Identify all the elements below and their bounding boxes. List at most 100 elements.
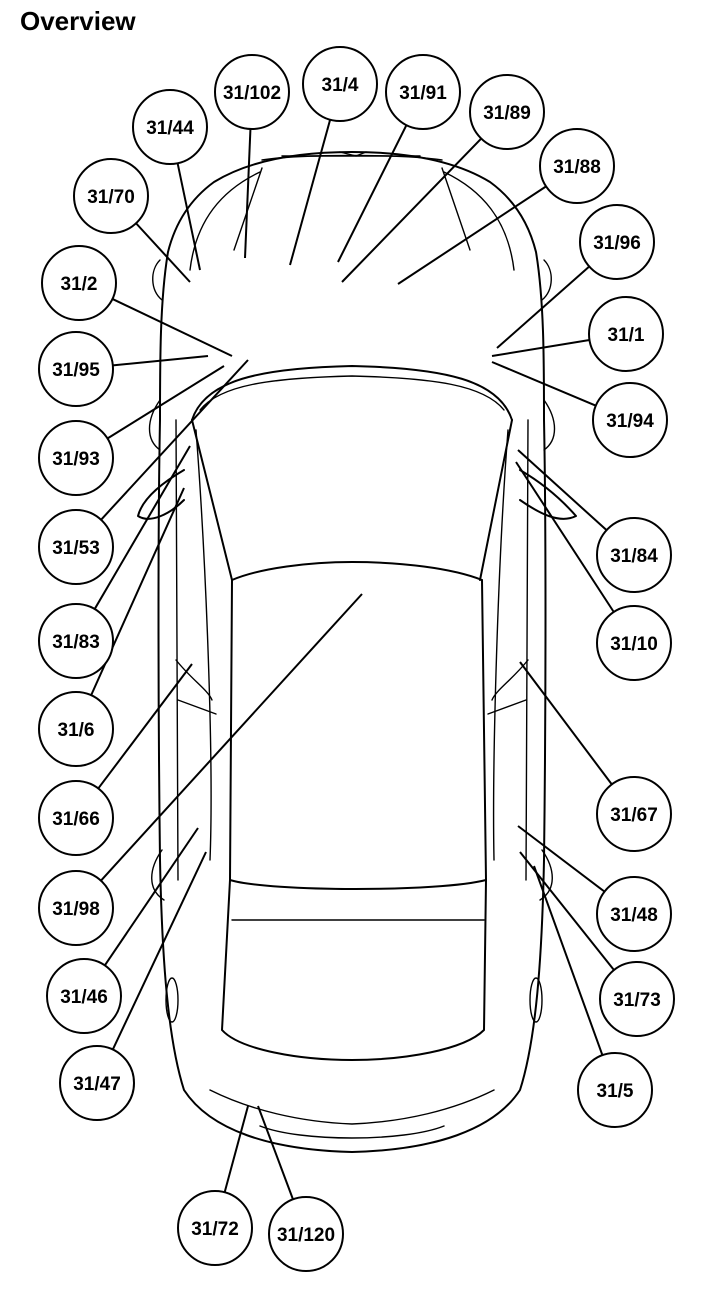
- callout-circle: [38, 780, 114, 856]
- callout-31-66: 31/66: [38, 780, 114, 856]
- callout-circle: [41, 245, 117, 321]
- callout-label: 31/88: [553, 157, 601, 178]
- leader-line: [100, 359, 249, 521]
- leader-line: [337, 124, 408, 263]
- callout-31-46: 31/46: [46, 958, 122, 1034]
- leader-line: [100, 593, 363, 882]
- leader-line: [176, 163, 201, 271]
- callout-31-2: 31/2: [41, 245, 117, 321]
- callout-label: 31/94: [606, 411, 654, 432]
- leader-line: [103, 827, 199, 966]
- callout-circle: [38, 603, 114, 679]
- callout-label: 31/5: [597, 1081, 634, 1102]
- callout-31-44: 31/44: [132, 89, 208, 165]
- callout-31-95: 31/95: [38, 331, 114, 407]
- callout-circle: [539, 128, 615, 204]
- callout-label: 31/98: [52, 899, 100, 920]
- leader-line: [244, 128, 252, 259]
- leader-line: [517, 449, 608, 531]
- callout-label: 31/1: [608, 325, 645, 346]
- callout-circle: [596, 605, 672, 681]
- callout-31-96: 31/96: [579, 204, 655, 280]
- callout-label: 31/91: [399, 83, 447, 104]
- leader-line: [341, 137, 482, 283]
- leader-line: [257, 1105, 294, 1200]
- callout-circle: [73, 158, 149, 234]
- callout-31-93: 31/93: [38, 420, 114, 496]
- callout-31-102: 31/102: [214, 54, 290, 130]
- callout-31-4: 31/4: [302, 46, 378, 122]
- callout-label: 31/70: [87, 187, 135, 208]
- callout-circle: [599, 961, 675, 1037]
- leader-line: [97, 663, 193, 790]
- callout-circle: [38, 870, 114, 946]
- callout-31-91: 31/91: [385, 54, 461, 130]
- callout-label: 31/96: [593, 233, 641, 254]
- leader-line: [106, 365, 225, 440]
- leader-line: [533, 865, 604, 1056]
- callout-31-84: 31/84: [596, 517, 672, 593]
- leader-line: [111, 851, 207, 1050]
- callout-31-67: 31/67: [596, 776, 672, 852]
- callout-31-48: 31/48: [596, 876, 672, 952]
- callout-31-120: 31/120: [268, 1196, 344, 1272]
- callout-label: 31/46: [60, 987, 108, 1008]
- callout-circle: [596, 776, 672, 852]
- callout-label: 31/84: [610, 546, 658, 567]
- callout-circle: [268, 1196, 344, 1272]
- callout-label: 31/83: [52, 632, 100, 653]
- callout-31-5: 31/5: [577, 1052, 653, 1128]
- callout-label: 31/6: [58, 720, 95, 741]
- callout-circle: [385, 54, 461, 130]
- callout-circle: [46, 958, 122, 1034]
- leader-line: [112, 355, 209, 367]
- callout-label: 31/66: [52, 809, 100, 830]
- callout-label: 31/44: [146, 118, 194, 139]
- leader-line: [223, 1105, 249, 1193]
- callout-31-6: 31/6: [38, 691, 114, 767]
- callout-label: 31/120: [277, 1225, 335, 1246]
- callout-circle: [588, 296, 664, 372]
- callout-label: 31/2: [61, 274, 98, 295]
- callout-31-94: 31/94: [592, 382, 668, 458]
- callout-label: 31/89: [483, 103, 531, 124]
- leader-line: [289, 119, 332, 266]
- callout-circle: [38, 509, 114, 585]
- callout-label: 31/53: [52, 538, 100, 559]
- callout-label: 31/72: [191, 1219, 239, 1240]
- leader-line: [93, 445, 191, 610]
- leader-line: [515, 461, 615, 613]
- leader-lines: [90, 119, 615, 1200]
- callout-circle: [579, 204, 655, 280]
- callout-label: 31/95: [52, 360, 100, 381]
- callout-label: 31/10: [610, 634, 658, 655]
- callout-31-73: 31/73: [599, 961, 675, 1037]
- leader-line: [135, 222, 191, 283]
- callout-circle: [596, 876, 672, 952]
- callout-circle: [59, 1045, 135, 1121]
- callout-31-89: 31/89: [469, 74, 545, 150]
- callout-label: 31/73: [613, 990, 661, 1011]
- callout-label: 31/93: [52, 449, 100, 470]
- leader-line: [111, 298, 233, 357]
- leader-line: [491, 361, 597, 407]
- callout-31-47: 31/47: [59, 1045, 135, 1121]
- leader-line: [519, 661, 613, 786]
- callout-label: 31/48: [610, 905, 658, 926]
- leader-line: [517, 825, 606, 893]
- callout-label: 31/47: [73, 1074, 121, 1095]
- callout-circle: [302, 46, 378, 122]
- callout-circle: [38, 691, 114, 767]
- callout-circle: [177, 1190, 253, 1266]
- callout-31-83: 31/83: [38, 603, 114, 679]
- leader-line: [496, 265, 590, 349]
- callout-circle: [596, 517, 672, 593]
- callout-circle: [38, 420, 114, 496]
- callout-31-88: 31/88: [539, 128, 615, 204]
- page-title: Overview: [20, 6, 136, 36]
- callout-circle: [592, 382, 668, 458]
- callout-31-53: 31/53: [38, 509, 114, 585]
- callout-circle: [38, 331, 114, 407]
